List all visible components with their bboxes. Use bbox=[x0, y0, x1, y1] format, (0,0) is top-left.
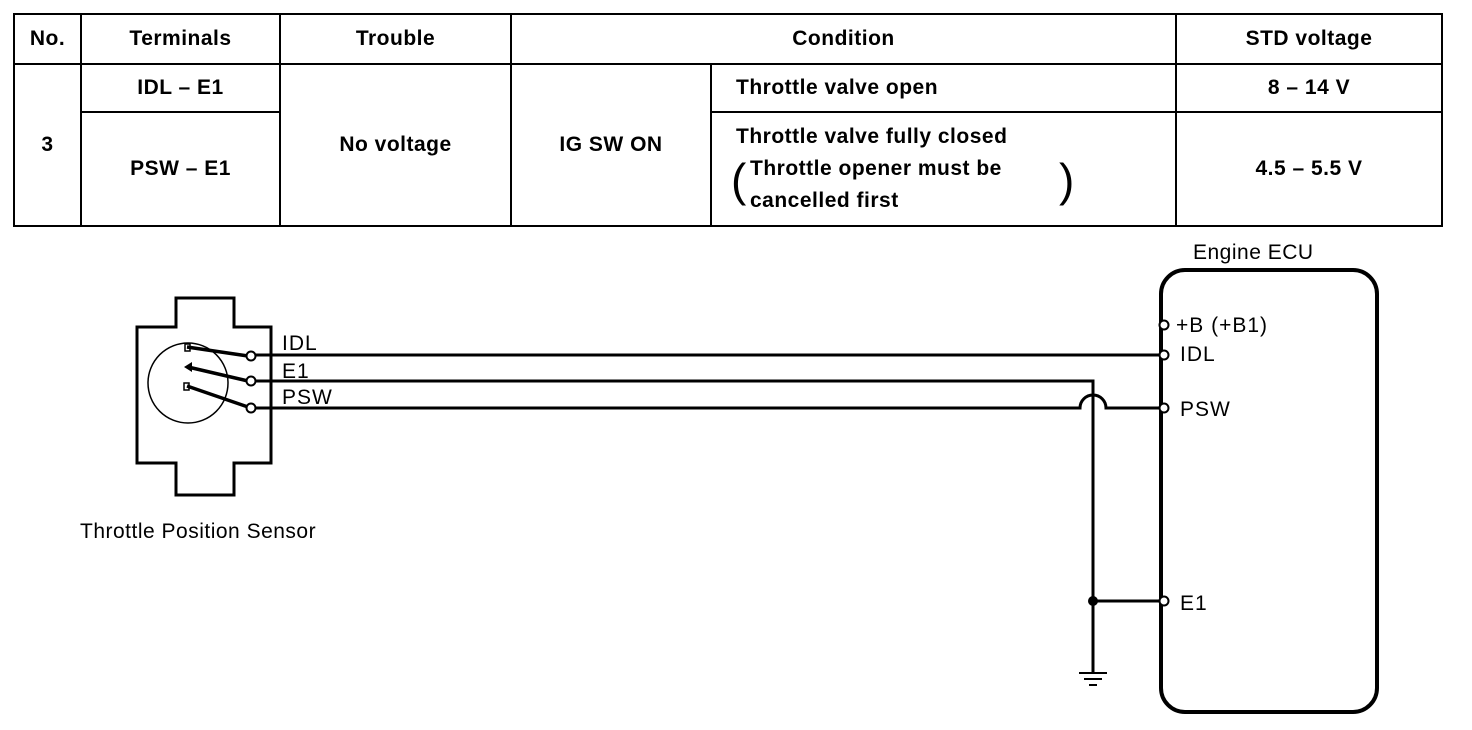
table-header-row: No. Terminals Trouble Condition STD volt… bbox=[13, 13, 1443, 65]
condition-text-block: Throttle valve fully closed Throttle ope… bbox=[712, 121, 1175, 217]
cell-condition-open: Throttle valve open bbox=[710, 63, 1177, 113]
cell-terminals-psw-e1: PSW – E1 bbox=[80, 111, 281, 227]
sensor-pin-idl-label: IDL bbox=[282, 332, 318, 355]
cell-voltage-4-5-5-5: 4.5 – 5.5 V bbox=[1175, 111, 1443, 227]
header-trouble: Trouble bbox=[279, 13, 512, 65]
header-condition: Condition bbox=[510, 13, 1177, 65]
table-row: 3 IDL – E1 No voltage IG SW ON Throttle … bbox=[13, 63, 1443, 227]
cell-terminals-idl-e1: IDL – E1 bbox=[80, 63, 281, 113]
ground-junction-dot bbox=[1088, 596, 1098, 606]
ecu-terminals bbox=[1158, 319, 1170, 607]
ecu-title: Engine ECU bbox=[1193, 241, 1314, 264]
throttle-position-sensor bbox=[135, 296, 273, 497]
header-terminals: Terminals bbox=[80, 13, 281, 65]
cell-condition-closed: Throttle valve fully closed Throttle ope… bbox=[710, 111, 1177, 227]
cell-ig-sw-on: IG SW ON bbox=[510, 63, 712, 227]
sensor-pin-e1-label: E1 bbox=[282, 360, 310, 383]
ecu-pin-idl-label: IDL bbox=[1180, 343, 1216, 366]
terminal-check-table: No. Terminals Trouble Condition STD volt… bbox=[13, 13, 1443, 227]
sensor-pin-psw-label: PSW bbox=[282, 386, 333, 409]
cell-voltage-8-14: 8 – 14 V bbox=[1175, 63, 1443, 113]
cell-no: 3 bbox=[13, 63, 82, 227]
sensor-terminals bbox=[245, 350, 257, 414]
e1-wire bbox=[256, 379, 1095, 672]
cell-trouble: No voltage bbox=[279, 63, 512, 227]
condition-line-3: cancelled first bbox=[750, 189, 899, 212]
ecu-pin-psw-label: PSW bbox=[1180, 398, 1231, 421]
left-parenthesis: ( bbox=[731, 154, 747, 206]
condition-line-2: Throttle opener must be bbox=[750, 157, 1002, 180]
table-row: PSW – E1 Throttle valve fully closed Thr… bbox=[14, 111, 1443, 227]
engine-ecu-box bbox=[1159, 268, 1379, 714]
right-parenthesis: ) bbox=[1059, 154, 1075, 206]
condition-line-1: Throttle valve fully closed bbox=[736, 125, 1008, 148]
sensor-title: Throttle Position Sensor bbox=[80, 520, 316, 543]
ground-icon bbox=[1079, 672, 1107, 686]
header-std-voltage: STD voltage bbox=[1175, 13, 1443, 65]
header-no: No. bbox=[13, 13, 82, 65]
psw-wire bbox=[256, 393, 1160, 410]
wiring bbox=[256, 353, 1160, 672]
ecu-pin-e1-label: E1 bbox=[1180, 592, 1208, 615]
ecu-pin-b-label: +B (+B1) bbox=[1176, 314, 1268, 337]
